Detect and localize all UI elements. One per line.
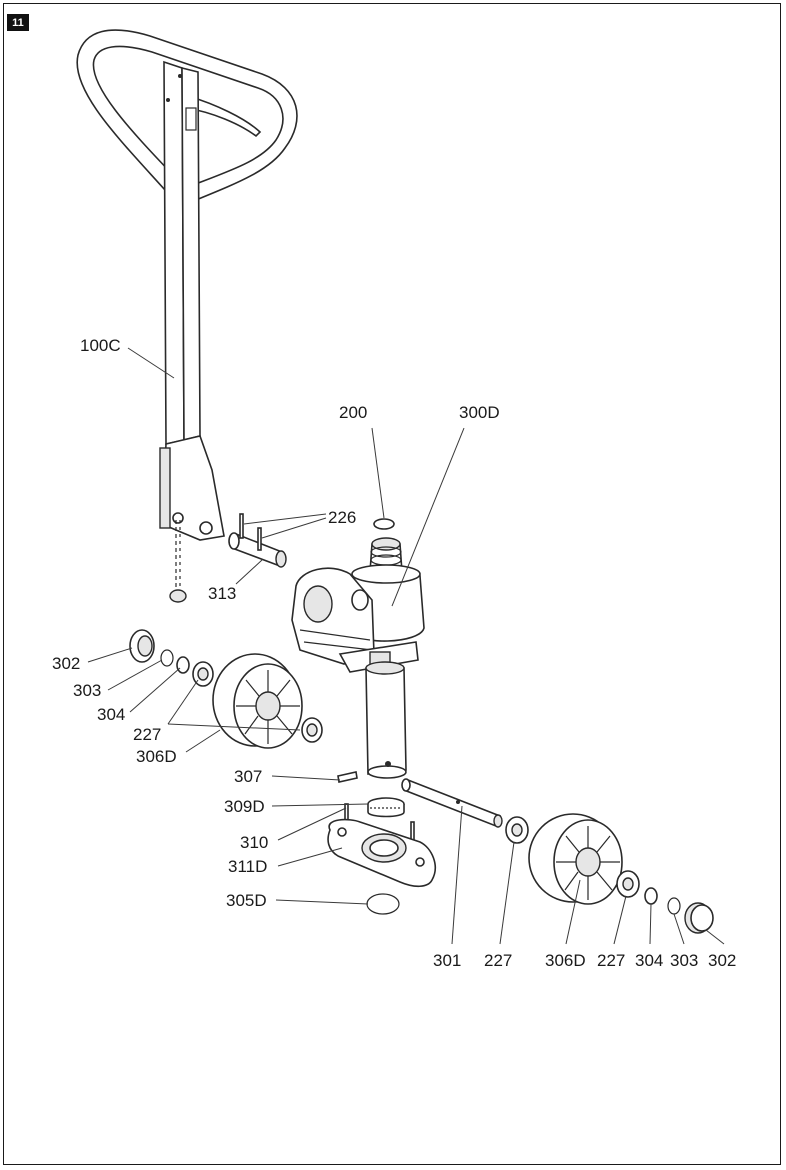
label-227-bottom-1: 227 — [484, 951, 512, 970]
label-304-left: 304 — [97, 705, 125, 724]
label-306d-right: 306D — [545, 951, 586, 970]
label-306d-left: 306D — [136, 747, 177, 766]
pump-body-drawing — [291, 518, 425, 779]
label-303-left: 303 — [73, 681, 101, 700]
page-number-badge: 11 — [7, 14, 29, 31]
label-310: 310 — [240, 833, 268, 852]
label-301: 301 — [433, 951, 461, 970]
label-304-right: 304 — [635, 951, 663, 970]
part-labels: 100C 200 300D 226 313 302 303 304 227 30… — [52, 336, 736, 970]
label-305d: 305D — [226, 891, 267, 910]
label-227-left: 227 — [133, 725, 161, 744]
lower-assembly-drawing — [327, 771, 503, 915]
label-302-right: 302 — [708, 951, 736, 970]
label-303-right: 303 — [670, 951, 698, 970]
label-313: 313 — [208, 584, 236, 603]
left-wheel-group-drawing — [129, 629, 323, 749]
axle-pin-drawing — [228, 513, 287, 568]
label-307: 307 — [234, 767, 262, 786]
label-227-bottom-2: 227 — [597, 951, 625, 970]
right-wheel-group-drawing — [505, 813, 714, 934]
handle-drawing — [76, 29, 298, 603]
leader-lines — [87, 347, 725, 945]
label-300d: 300D — [459, 403, 500, 422]
label-200: 200 — [339, 403, 367, 422]
label-100c: 100C — [80, 336, 121, 355]
label-311d: 311D — [228, 857, 267, 876]
page-frame — [3, 3, 781, 1165]
label-226: 226 — [328, 508, 356, 527]
label-302-left: 302 — [52, 654, 80, 673]
label-309d: 309D — [224, 797, 265, 816]
